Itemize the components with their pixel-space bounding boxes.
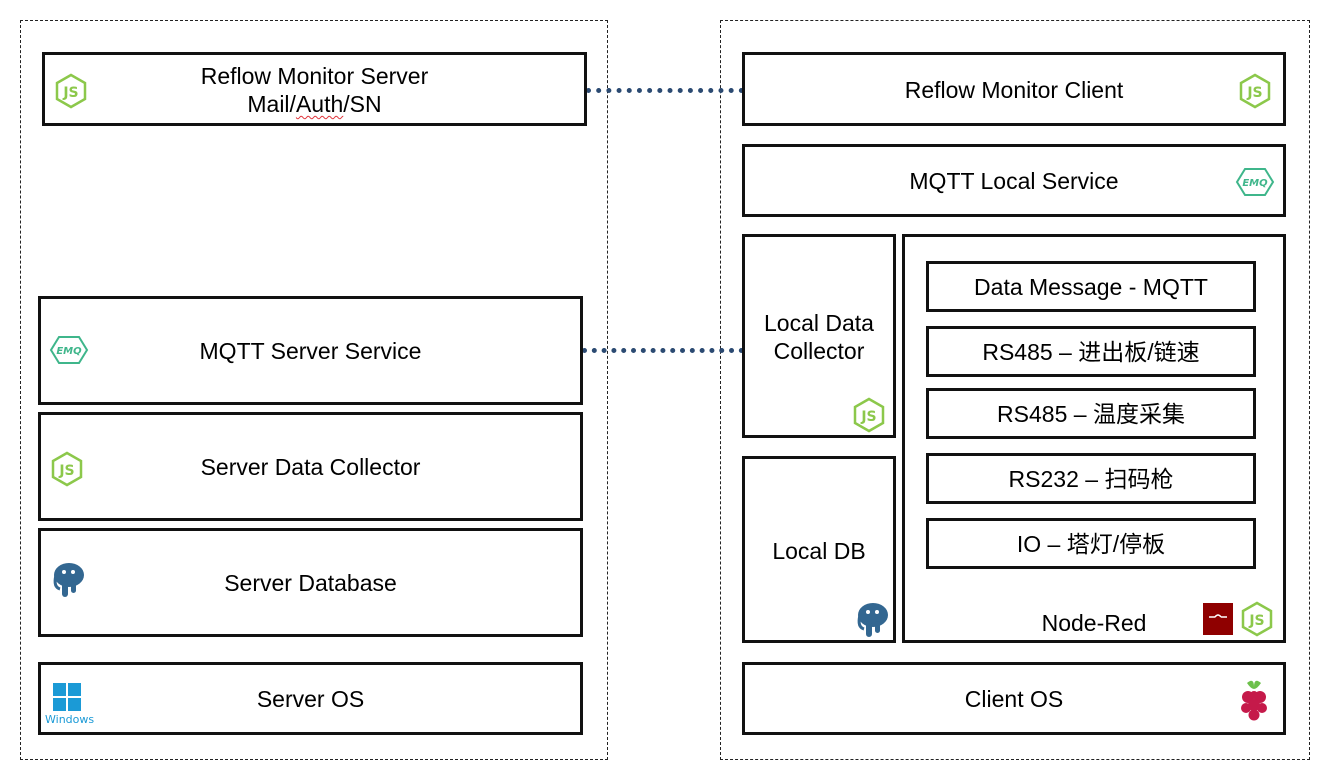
- flow-item-label: RS232 – 扫码枪: [1008, 466, 1174, 492]
- local-data-collector-box: Local Data Collector JS: [742, 234, 896, 438]
- svg-text:EMQ: EMQ: [56, 346, 82, 357]
- reflow-monitor-server-box: JS Reflow Monitor Server Mail/Auth/SN: [42, 52, 587, 126]
- nodejs-icon: JS: [51, 451, 83, 487]
- client-os-box: Client OS: [742, 662, 1286, 735]
- node-red-label: Node-Red: [1041, 610, 1147, 636]
- nodejs-icon: JS: [1241, 601, 1273, 637]
- reflow-monitor-server-title: Reflow Monitor Server: [200, 63, 429, 89]
- nodejs-icon: JS: [55, 73, 87, 109]
- local-db-box: Local DB: [742, 456, 896, 643]
- server-group: [20, 20, 608, 760]
- mqtt-server-service-label: MQTT Server Service: [199, 338, 422, 364]
- flow-item-label: Data Message - MQTT: [974, 274, 1208, 300]
- node-red-icon: [1203, 603, 1233, 635]
- flow-item-label: IO – 塔灯/停板: [1016, 531, 1166, 557]
- svg-text:JS: JS: [1246, 85, 1262, 101]
- reflow-monitor-server-subtitle: Mail/Auth/SN: [247, 91, 382, 117]
- mqtt-local-service-label: MQTT Local Service: [909, 168, 1119, 194]
- local-data-collector-line1: Local Data: [764, 310, 874, 336]
- server-data-collector-label: Server Data Collector: [200, 454, 421, 480]
- reflow-monitor-client-box: Reflow Monitor Client JS: [742, 52, 1286, 126]
- mqtt-server-service-box: EMQ MQTT Server Service: [38, 296, 583, 405]
- flow-item-label: RS485 – 进出板/链速: [982, 339, 1200, 365]
- windows-icon: [53, 683, 81, 711]
- local-db-label: Local DB: [772, 538, 866, 564]
- server-os-box: Windows Server OS: [38, 662, 583, 735]
- server-os-label: Server OS: [256, 686, 365, 712]
- nodejs-icon: JS: [1239, 73, 1271, 109]
- svg-text:JS: JS: [860, 409, 876, 425]
- flow-item-rs485-board: RS485 – 进出板/链速: [926, 326, 1256, 377]
- mqtt-local-service-box: MQTT Local Service EMQ: [742, 144, 1286, 217]
- flow-item-data-message: Data Message - MQTT: [926, 261, 1256, 312]
- svg-text:JS: JS: [58, 463, 74, 479]
- svg-text:JS: JS: [1248, 613, 1264, 629]
- mqtt-connector: [582, 348, 744, 353]
- reflow-monitor-client-label: Reflow Monitor Client: [904, 77, 1124, 103]
- reflow-monitor-connector: [586, 88, 744, 93]
- flow-item-rs485-temp: RS485 – 温度采集: [926, 388, 1256, 439]
- svg-text:JS: JS: [62, 85, 78, 101]
- svg-text:EMQ: EMQ: [1242, 178, 1268, 189]
- raspberry-pi-icon: [1237, 675, 1271, 725]
- server-database-box: Server Database: [38, 528, 583, 637]
- flow-item-label: RS485 – 温度采集: [997, 401, 1185, 427]
- postgresql-icon: [51, 561, 87, 601]
- client-group: [720, 20, 1310, 760]
- emq-icon: EMQ: [49, 335, 89, 365]
- flow-item-io-tower-light: IO – 塔灯/停板: [926, 518, 1256, 569]
- windows-icon-label: Windows: [45, 713, 95, 726]
- server-data-collector-box: JS Server Data Collector: [38, 412, 583, 521]
- postgresql-icon: [855, 601, 891, 641]
- client-os-label: Client OS: [964, 686, 1064, 712]
- nodejs-icon: JS: [853, 397, 885, 433]
- emq-icon: EMQ: [1235, 167, 1275, 197]
- server-database-label: Server Database: [224, 570, 397, 596]
- local-data-collector-line2: Collector: [773, 338, 865, 364]
- flow-item-rs232-scanner: RS232 – 扫码枪: [926, 453, 1256, 504]
